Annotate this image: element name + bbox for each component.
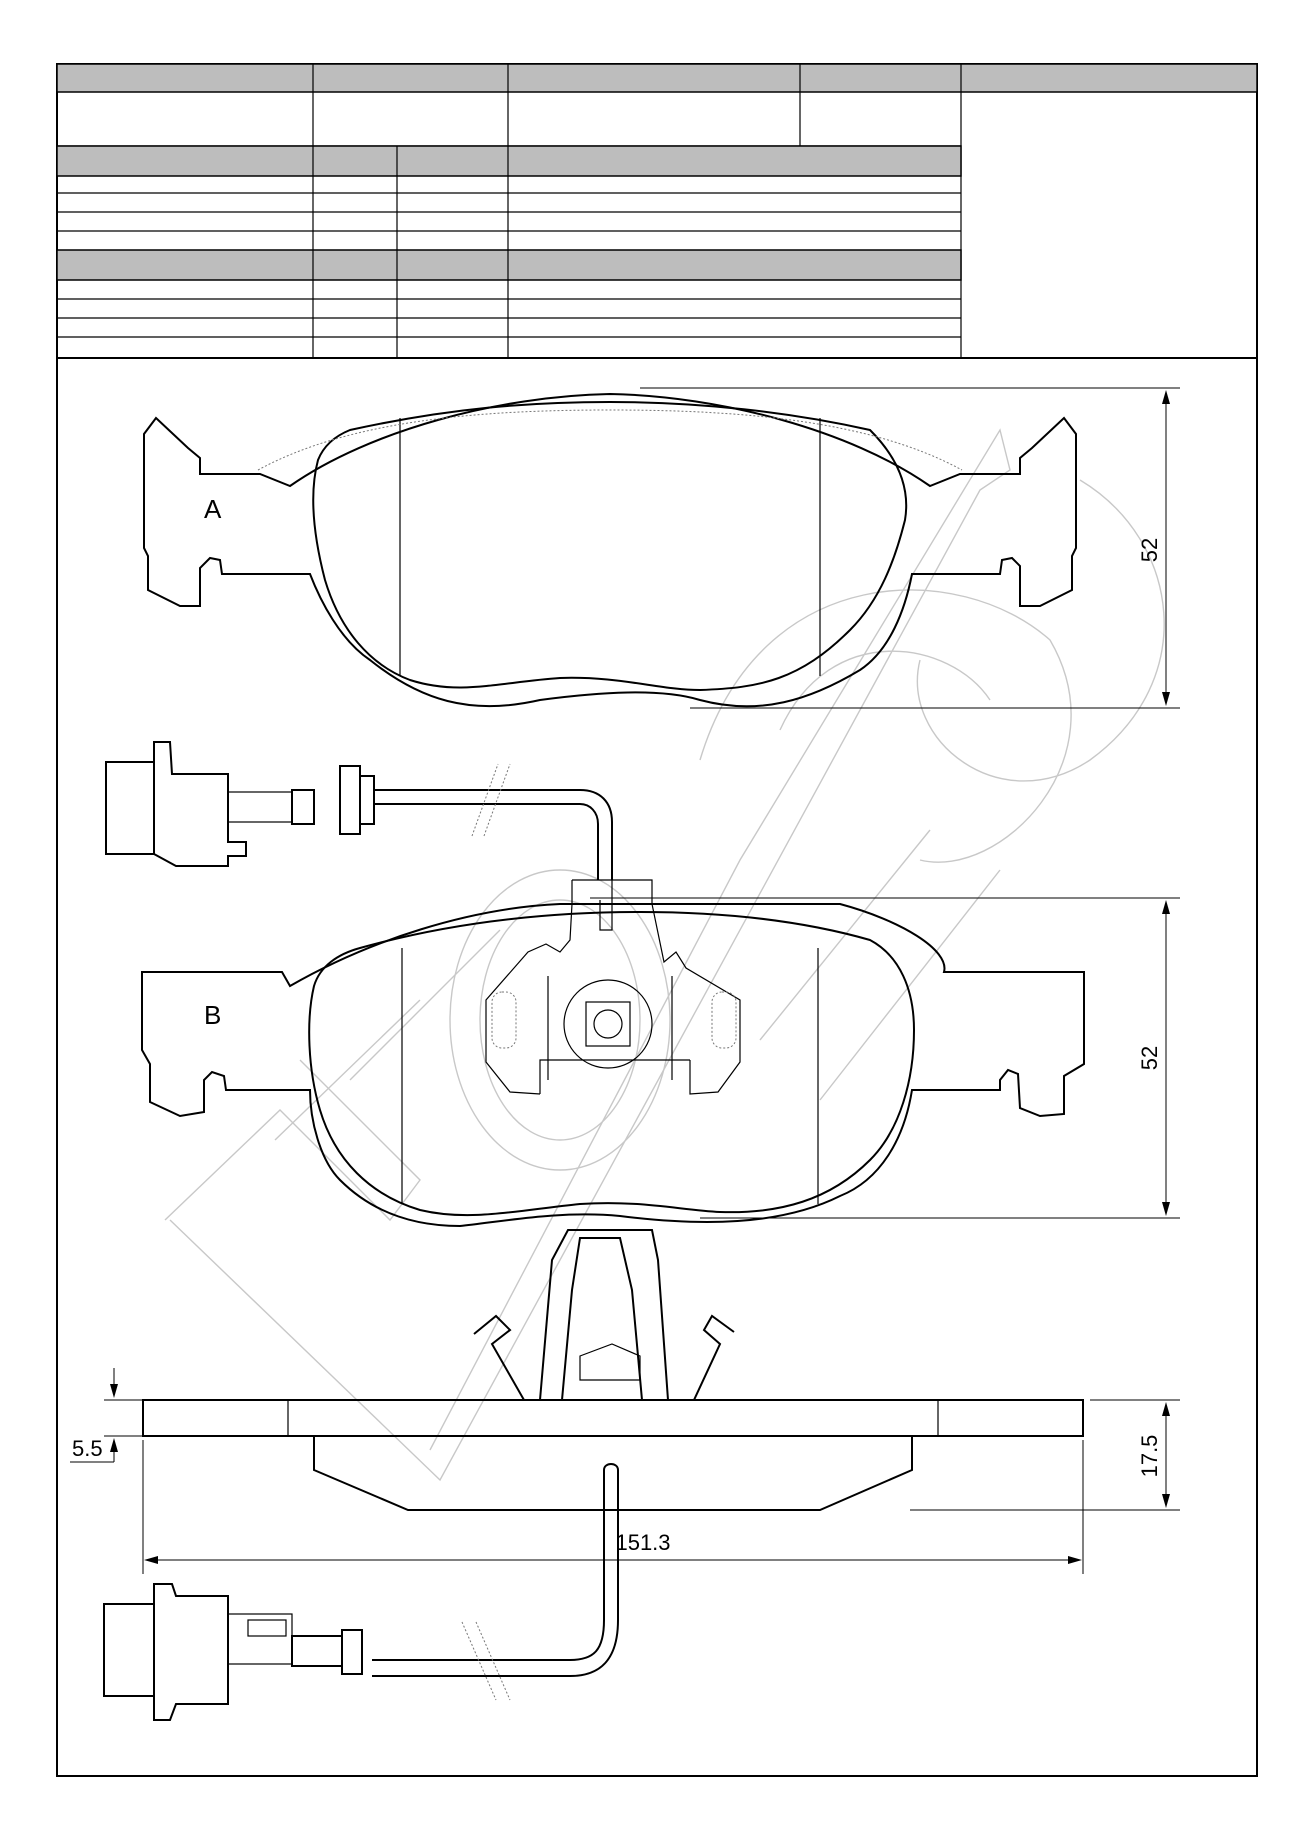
dimension-backplate: 5.5 xyxy=(72,1436,103,1461)
dimension-thickness: 17.5 xyxy=(1137,1435,1162,1478)
watermark-logo xyxy=(164,428,1165,1482)
dimension-width: 151.3 xyxy=(615,1530,670,1555)
pad-side-view xyxy=(142,1229,1084,1677)
pad-a-friction xyxy=(312,400,908,692)
sheet-border xyxy=(56,63,1258,1777)
side-backplate xyxy=(142,1399,1084,1437)
sensor-socket xyxy=(563,979,653,1069)
connector-body xyxy=(105,761,155,855)
sensor-clip xyxy=(572,879,741,1095)
wear-sensor-bottom xyxy=(103,1583,511,1721)
pad-a-view: A xyxy=(143,392,1077,708)
section-header-2 xyxy=(56,249,962,281)
table-rows xyxy=(57,146,961,358)
title-block xyxy=(56,63,1258,359)
wear-sensor-top xyxy=(105,741,613,880)
pad-b-friction xyxy=(308,910,916,1217)
view-label-a: A xyxy=(204,494,222,524)
side-friction xyxy=(313,1436,913,1511)
dimension-height-b: 52 xyxy=(1137,1046,1162,1070)
pad-b-view: B xyxy=(141,879,1085,1228)
pad-b-backplate xyxy=(141,903,1085,1228)
dimension-height-a: 52 xyxy=(1137,538,1162,562)
section-header-1 xyxy=(56,145,962,177)
connector-body-bottom xyxy=(103,1603,155,1697)
pad-a-backplate xyxy=(143,392,1077,708)
header-row xyxy=(56,63,1258,93)
spring-clip xyxy=(538,1229,670,1401)
view-label-b: B xyxy=(204,1000,221,1030)
dimension-lines: 52 52 17.5 5.5 151.3 xyxy=(70,387,1180,1574)
